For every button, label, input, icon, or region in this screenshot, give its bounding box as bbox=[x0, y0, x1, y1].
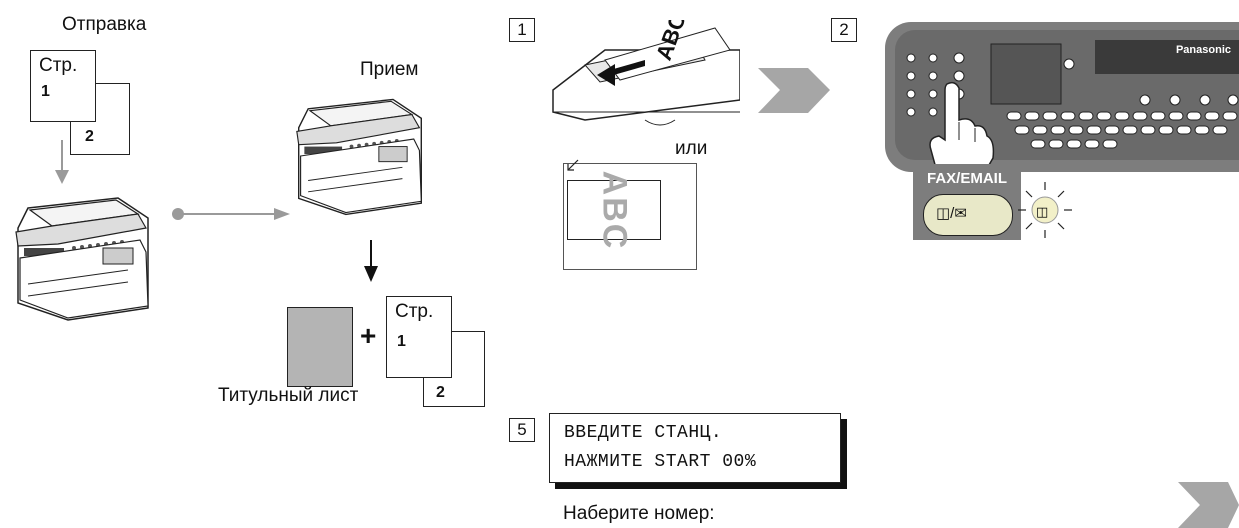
step-1-number: 1 bbox=[509, 18, 535, 42]
page-number-2: 2 bbox=[436, 384, 445, 402]
next-chevron-icon bbox=[758, 68, 830, 113]
mfp-printer-send-icon bbox=[8, 188, 158, 328]
cover-sheet-label: Титульный лист bbox=[218, 385, 358, 407]
fax-email-button: ◫/✉ bbox=[923, 194, 1013, 236]
corner-arrow-icon bbox=[566, 158, 580, 172]
lcd-display: ВВЕДИТЕ СТАНЦ. НАЖМИТЕ START 00% bbox=[549, 413, 841, 483]
svg-text:◫: ◫ bbox=[1036, 205, 1048, 220]
fax-email-icon: ◫/✉ bbox=[936, 204, 967, 222]
document-text: ABC bbox=[594, 170, 633, 250]
lcd-line-1: ВВЕДИТЕ СТАНЦ. bbox=[564, 423, 722, 443]
cover-sheet bbox=[287, 307, 353, 387]
step-2-number: 2 bbox=[831, 18, 857, 42]
flatbed-glass: ABC bbox=[563, 163, 697, 270]
or-label: или bbox=[675, 138, 707, 160]
page-number-1: 1 bbox=[397, 333, 406, 351]
fax-email-label: FAX/EMAIL bbox=[913, 170, 1021, 187]
step-5-number: 5 bbox=[509, 418, 535, 442]
next-chevron-icon bbox=[1178, 482, 1239, 528]
mfp-printer-receive-icon bbox=[285, 90, 435, 222]
fax-email-key-panel: FAX/EMAIL ◫/✉ bbox=[913, 164, 1021, 240]
receive-label: Прием bbox=[360, 59, 418, 81]
lcd-line-2: НАЖМИТЕ START 00% bbox=[564, 452, 756, 472]
pointing-hand-icon bbox=[925, 80, 995, 172]
dial-instruction: Наберите номер: bbox=[563, 503, 715, 525]
adf-scanner-icon: ABC bbox=[545, 20, 740, 135]
page-1-received: Стр. 1 bbox=[386, 296, 452, 378]
plus-sign: + bbox=[360, 320, 376, 352]
page-label: Стр. bbox=[395, 301, 433, 323]
document-on-glass: ABC bbox=[567, 180, 661, 240]
control-panel: Panasonic bbox=[885, 22, 1239, 172]
down-arrow-icon bbox=[55, 170, 69, 184]
down-arrow-icon bbox=[364, 266, 378, 282]
lamp-blinking-icon: ◫ bbox=[1018, 182, 1072, 238]
